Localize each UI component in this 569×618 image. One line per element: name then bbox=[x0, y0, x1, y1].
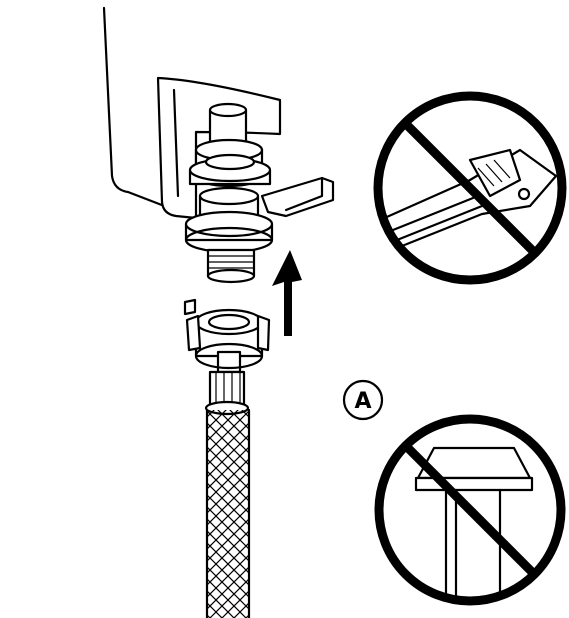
no-wrench-icon bbox=[373, 91, 567, 285]
no-washer-icon bbox=[374, 414, 566, 606]
callout-label: A bbox=[354, 389, 371, 414]
installation-arrow bbox=[272, 250, 302, 336]
hose-nut bbox=[183, 298, 271, 374]
appliance-body bbox=[102, 6, 282, 220]
valve-fitting bbox=[184, 102, 335, 284]
callout-a: A bbox=[342, 379, 384, 421]
braided-inlet-hose bbox=[204, 370, 251, 618]
